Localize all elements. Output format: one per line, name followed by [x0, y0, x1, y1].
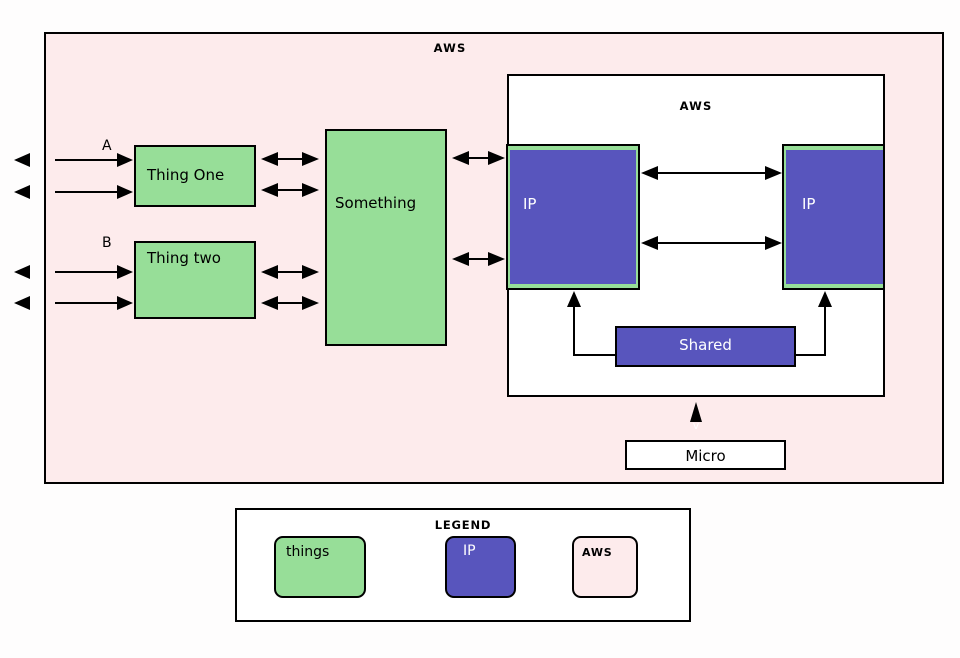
node-ip-right-label: IP	[802, 195, 816, 213]
connector-label-a: A	[102, 138, 112, 154]
legend-title: LEGEND	[434, 518, 492, 532]
external-arrow-left-3	[14, 265, 30, 279]
external-arrow-left-4	[14, 296, 30, 310]
node-thing-one-label: Thing One	[147, 166, 225, 184]
node-shared-label: Shared	[679, 336, 732, 354]
legend-label-things: things	[286, 544, 330, 560]
node-micro-label: Micro	[685, 447, 726, 465]
aws-inner-label: AWS	[679, 99, 713, 113]
node-shared[interactable]	[615, 326, 796, 367]
node-ip-left[interactable]	[510, 150, 636, 284]
legend-label-ip: IP	[463, 543, 476, 559]
node-something[interactable]	[325, 129, 447, 346]
connector-label-b: B	[102, 235, 112, 251]
node-thing-two-label: Thing two	[147, 249, 221, 267]
aws-outer-label: AWS	[433, 41, 467, 55]
legend-swatch-ip	[445, 536, 516, 598]
node-ip-right-clip	[782, 140, 883, 296]
external-arrow-left-1	[14, 153, 30, 167]
node-thing-two[interactable]	[134, 241, 256, 319]
external-arrow-left-2	[14, 185, 30, 199]
node-something-label: Something	[335, 194, 417, 212]
node-micro[interactable]	[625, 440, 786, 470]
legend-swatch-things	[274, 536, 366, 598]
node-ip-left-label: IP	[523, 195, 537, 213]
node-ip-right[interactable]	[786, 150, 883, 284]
legend-label-aws: AWS	[582, 546, 613, 559]
legend-swatch-aws	[572, 536, 638, 598]
node-thing-one[interactable]	[134, 145, 256, 207]
